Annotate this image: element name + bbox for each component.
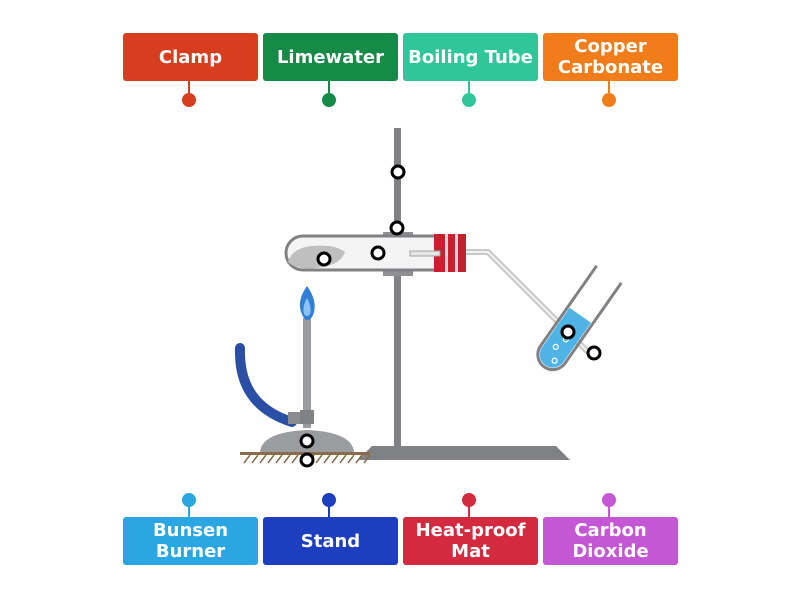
bubble — [552, 343, 559, 350]
label-clamp-connector — [188, 81, 190, 93]
label-boiling-tube-pin[interactable] — [462, 93, 476, 107]
hotspot-boiling-tube[interactable] — [370, 245, 386, 261]
label-carbon-dioxide-connector — [608, 505, 610, 517]
burner-hose — [234, 343, 297, 427]
burner-collar — [300, 410, 314, 424]
stopper-band-1 — [445, 234, 448, 272]
flame-inner — [303, 298, 311, 316]
stand-base — [358, 446, 570, 460]
hotspot-heat-proof-mat[interactable] — [299, 452, 315, 468]
label-copper-carbonate[interactable]: Copper Carbonate — [543, 33, 678, 81]
hotspot-carbon-dioxide[interactable] — [560, 324, 576, 340]
label-limewater[interactable]: Limewater — [263, 33, 398, 81]
burner-barrel — [303, 318, 311, 428]
label-boiling-tube[interactable]: Boiling Tube — [403, 33, 538, 81]
hotspots — [299, 164, 602, 468]
label-bunsen-burner-connector — [188, 505, 190, 517]
label-copper-carbonate-pin[interactable] — [602, 93, 616, 107]
hotspot-clamp[interactable] — [389, 220, 405, 236]
label-heat-proof-mat-pin[interactable] — [462, 493, 476, 507]
label-stand-text: Stand — [300, 530, 361, 552]
label-boiling-tube-connector — [468, 81, 470, 93]
label-stand-pin[interactable] — [322, 493, 336, 507]
label-limewater-connector — [328, 81, 330, 93]
label-boiling-tube-text: Boiling Tube — [408, 46, 533, 68]
delivery-tube-inner — [409, 250, 441, 257]
boiling-tube-drawing — [284, 234, 466, 272]
label-bunsen-burner-pin[interactable] — [182, 493, 196, 507]
label-stand-connector — [328, 505, 330, 517]
stopper-band-2 — [455, 234, 458, 272]
label-clamp[interactable]: Clamp — [123, 33, 258, 81]
delivery-tube — [466, 249, 591, 355]
label-heat-proof-mat-text: Heat-proof Mat — [415, 520, 526, 562]
label-carbon-dioxide-text: Carbon Dioxide — [572, 520, 649, 562]
test-tube-outline — [536, 264, 623, 372]
label-heat-proof-mat[interactable]: Heat-proof Mat — [403, 517, 538, 565]
label-bunsen-burner-text: Bunsen Burner — [152, 520, 229, 562]
label-carbon-dioxide-pin[interactable] — [602, 493, 616, 507]
label-bunsen-burner[interactable]: Bunsen Burner — [123, 517, 258, 565]
label-clamp-pin[interactable] — [182, 93, 196, 107]
label-limewater-text: Limewater — [276, 46, 385, 68]
copper-carbonate-powder — [288, 245, 345, 269]
label-copper-carbonate-text: Copper Carbonate — [557, 36, 664, 78]
bunsen-burner-drawing — [234, 286, 354, 452]
delivery-tube-line-inner — [466, 251, 589, 353]
hotspot-limewater[interactable] — [586, 345, 602, 361]
label-carbon-dioxide[interactable]: Carbon Dioxide — [543, 517, 678, 565]
label-copper-carbonate-connector — [608, 81, 610, 93]
label-limewater-pin[interactable] — [322, 93, 336, 107]
boss-head-lower — [383, 268, 413, 276]
label-stand[interactable]: Stand — [263, 517, 398, 565]
label-clamp-text: Clamp — [158, 46, 223, 68]
hotspot-stand-rod[interactable] — [390, 164, 406, 180]
hotspot-bunsen-burner[interactable] — [299, 433, 315, 449]
stand-rod — [394, 128, 401, 448]
bubble — [551, 357, 558, 364]
label-heat-proof-mat-connector — [468, 505, 470, 517]
hotspot-copper-carbonate[interactable] — [316, 251, 332, 267]
